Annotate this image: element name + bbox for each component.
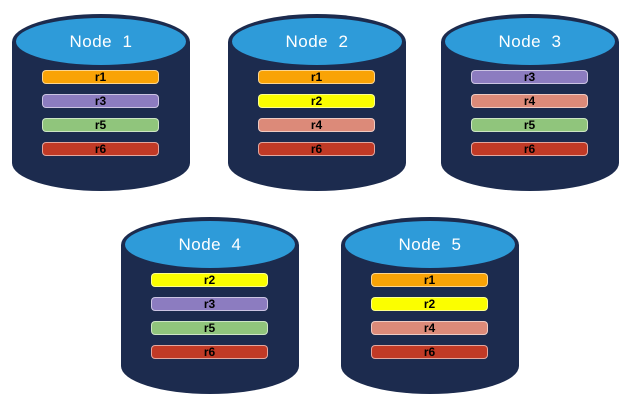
replica-bar: r6 <box>258 142 375 156</box>
replica-bar: r2 <box>151 273 268 287</box>
replica-list: r1 r2 r4 r6 <box>258 70 375 156</box>
replica-bar: r5 <box>151 321 268 335</box>
replica-bar: r2 <box>258 94 375 108</box>
replica-bar: r4 <box>371 321 488 335</box>
replica-bar: r2 <box>371 297 488 311</box>
cylinder-top: Node 4 <box>125 221 295 268</box>
cylinder-top: Node 5 <box>345 221 515 268</box>
database-node: Node 1 r1 r3 r5 r6 <box>12 10 190 191</box>
cylinder-top: Node 2 <box>232 18 402 65</box>
database-node: Node 5 r1 r2 r4 r6 <box>341 213 519 394</box>
node-label: Node 2 <box>285 32 349 51</box>
replica-bar: r6 <box>151 345 268 359</box>
node-label: Node 1 <box>69 32 133 51</box>
node-label: Node 5 <box>398 235 462 254</box>
cylinder-top: Node 3 <box>445 18 615 65</box>
replica-bar: r3 <box>42 94 159 108</box>
replica-bar: r1 <box>371 273 488 287</box>
replica-bar: r1 <box>258 70 375 84</box>
replica-list: r2 r3 r5 r6 <box>151 273 268 359</box>
replica-list: r3 r4 r5 r6 <box>471 70 588 156</box>
replica-bar: r5 <box>42 118 159 132</box>
replica-bar: r3 <box>471 70 588 84</box>
node-label: Node 3 <box>498 32 562 51</box>
replica-list: r1 r2 r4 r6 <box>371 273 488 359</box>
replica-bar: r1 <box>42 70 159 84</box>
replica-bar: r4 <box>258 118 375 132</box>
database-node: Node 2 r1 r2 r4 r6 <box>228 10 406 191</box>
replica-bar: r3 <box>151 297 268 311</box>
replica-bar: r6 <box>42 142 159 156</box>
replica-bar: r4 <box>471 94 588 108</box>
cylinder-top: Node 1 <box>16 18 186 65</box>
database-node: Node 4 r2 r3 r5 r6 <box>121 213 299 394</box>
database-node: Node 3 r3 r4 r5 r6 <box>441 10 619 191</box>
node-label: Node 4 <box>178 235 242 254</box>
replica-bar: r6 <box>471 142 588 156</box>
replica-bar: r6 <box>371 345 488 359</box>
replica-list: r1 r3 r5 r6 <box>42 70 159 156</box>
replica-bar: r5 <box>471 118 588 132</box>
